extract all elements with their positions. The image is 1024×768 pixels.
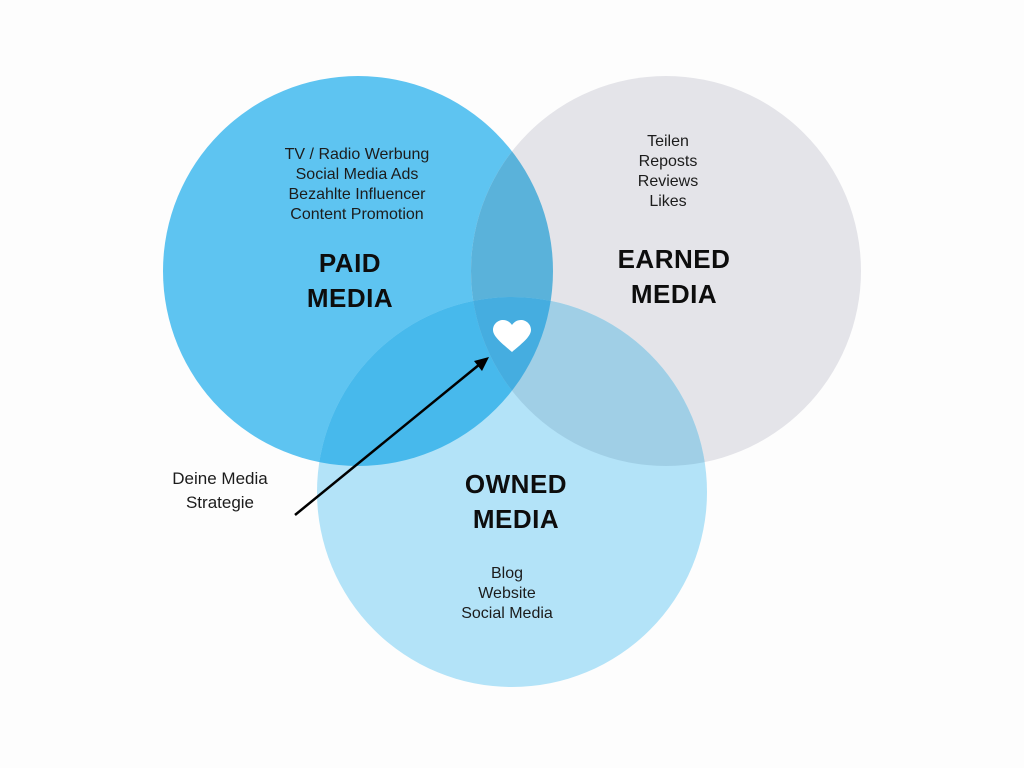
owned-title-line1: OWNED: [464, 469, 568, 499]
earned-item: Reviews: [637, 173, 699, 190]
earned-title-line1: EARNED: [617, 244, 731, 274]
owned-item: Blog: [490, 565, 524, 582]
paid-title: PAID MEDIA: [270, 246, 430, 316]
owned-title: OWNED MEDIA: [436, 467, 596, 537]
earned-title-line2: MEDIA: [630, 279, 718, 309]
earned-item: Teilen: [647, 133, 689, 150]
owned-item: Social Media: [461, 605, 553, 622]
paid-title-line1: PAID: [318, 248, 382, 278]
earned-items: Teilen Reposts Reviews Likes: [598, 132, 738, 212]
paid-item: Social Media Ads: [295, 166, 419, 183]
annotation-line2: Strategie: [185, 493, 255, 512]
annotation-line1: Deine Media: [172, 469, 268, 488]
earned-item: Reposts: [638, 153, 698, 170]
arrow: [294, 357, 489, 516]
earned-item: Likes: [649, 193, 687, 210]
earned-owned-overlap: [471, 297, 707, 466]
paid-item: Bezahlte Influencer: [288, 186, 426, 203]
earned-title: EARNED MEDIA: [594, 242, 754, 312]
heart-icon: [493, 320, 531, 352]
paid-item: Content Promotion: [290, 206, 424, 223]
paid-title-line2: MEDIA: [306, 283, 394, 313]
owned-items: Blog Website Social Media: [437, 564, 577, 624]
owned-item: Website: [478, 585, 536, 602]
owned-title-line2: MEDIA: [472, 504, 560, 534]
paid-owned-overlap: [317, 297, 553, 466]
paid-item: TV / Radio Werbung: [284, 146, 430, 163]
paid-items: TV / Radio Werbung Social Media Ads Beza…: [257, 145, 457, 225]
annotation-label: Deine Media Strategie: [145, 467, 295, 515]
